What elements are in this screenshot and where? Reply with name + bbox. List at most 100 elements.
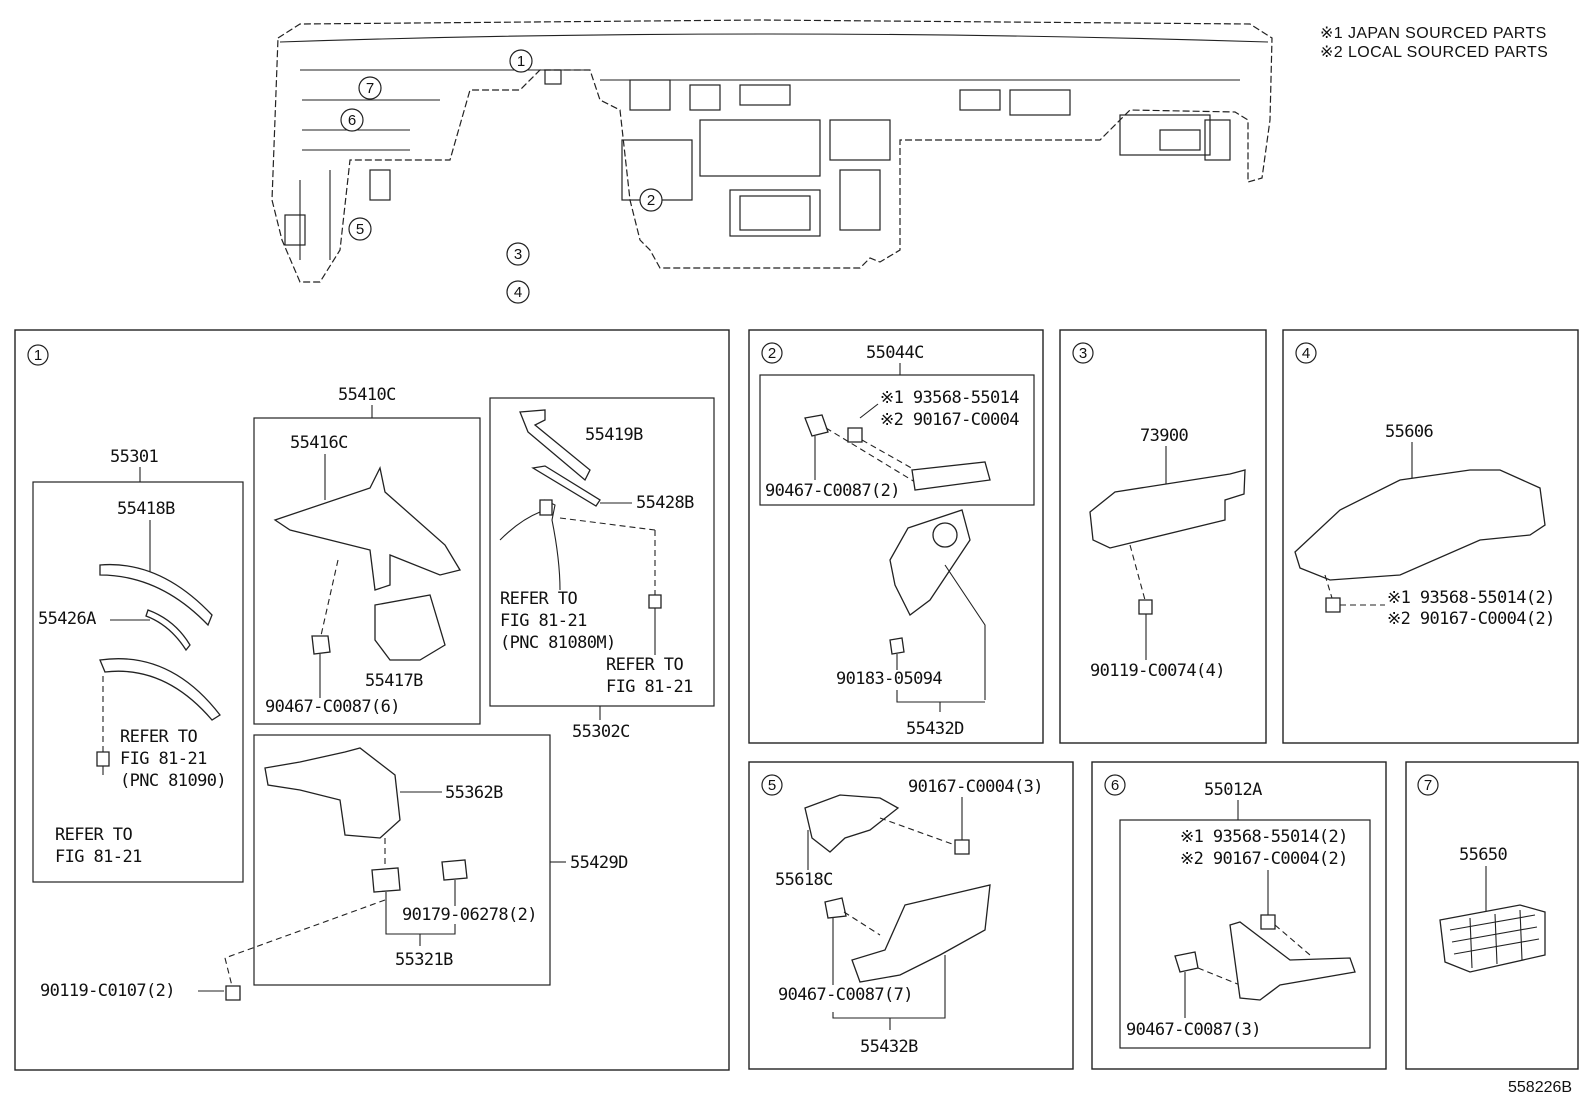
part-duct-55301: [99, 658, 221, 721]
overview-callout-2: 2: [639, 188, 663, 212]
overview-callout-6: 6: [340, 108, 364, 132]
svg-text:3: 3: [514, 246, 522, 263]
clip-p2: [804, 414, 829, 437]
part-55428B: [531, 465, 601, 507]
overview-callout-4: 4: [506, 280, 530, 304]
part-55426A: [145, 609, 191, 652]
panel-2-number: 2: [768, 345, 776, 362]
label-90183-05094: 90183-05094: [836, 669, 942, 689]
refer-55302C-a-1: REFER TO: [500, 589, 577, 609]
svg-text:7: 7: [366, 80, 374, 97]
label-55618C: 55618C: [775, 870, 833, 890]
bolt-p6: [1260, 914, 1276, 930]
part-55044C: [911, 461, 991, 491]
label-73900: 73900: [1140, 426, 1189, 446]
label-55302C: 55302C: [572, 722, 630, 742]
refer-55301-b-2: FIG 81-21: [55, 847, 142, 867]
svg-text:1: 1: [517, 53, 525, 70]
panel-4-number: 4: [1302, 345, 1310, 362]
label-p4-93568: ※1 93568-55014(2): [1387, 588, 1555, 608]
part-55650-vent: [1439, 904, 1546, 973]
label-55428B: 55428B: [636, 493, 694, 513]
label-90167-C0004-3: 90167-C0004(3): [908, 777, 1043, 797]
label-55426A: 55426A: [38, 609, 96, 629]
panel-1: 1 55301 55418B 55426A REFER TO FIG 81-21…: [14, 329, 730, 1071]
group-55301: 55301 55418B 55426A REFER TO FIG 81-21 (…: [32, 447, 244, 883]
refer-55302C-a-2: FIG 81-21: [500, 611, 587, 631]
label-55418B: 55418B: [117, 499, 175, 519]
part-55432B: [851, 884, 991, 983]
part-90183: [889, 637, 905, 655]
label-90119-C0107: 90119-C0107(2): [40, 981, 175, 1001]
panel-6-number: 6: [1111, 777, 1119, 794]
svg-text:2: 2: [647, 192, 655, 209]
instrument-panel-overview: [271, 19, 1273, 283]
part-55618C: [804, 794, 900, 853]
label-55606: 55606: [1385, 422, 1434, 442]
part-55417B: [374, 594, 446, 661]
label-55419B: 55419B: [585, 425, 643, 445]
bolt-90119-C0107: 90119-C0107(2): [40, 957, 241, 1001]
label-55321B: 55321B: [395, 950, 453, 970]
label-93568-55014: ※1 93568-55014: [880, 388, 1019, 408]
panel-1-number: 1: [34, 347, 42, 364]
refer-55301-a-3: (PNC 81090): [120, 771, 226, 791]
group-55429D: 55429D 55362B 90179-06278(2) 55321B: [224, 734, 629, 986]
panel-3-number: 3: [1079, 345, 1087, 362]
label-55417B: 55417B: [365, 671, 423, 691]
refer-55301-a-1: REFER TO: [120, 727, 197, 747]
clip-p6: [1174, 951, 1199, 973]
group-55302C: 55419B 55428B REFER TO FIG 81-21 (PNC 81…: [489, 397, 715, 742]
label-55416C: 55416C: [290, 433, 348, 453]
panel-7: 7 55650: [1405, 761, 1579, 1070]
bolt-p5: [954, 839, 970, 855]
panel-7-number: 7: [1424, 777, 1432, 794]
svg-text:5: 5: [356, 221, 364, 238]
panel-4: 4 55606 ※1 93568-55014(2) ※2 90167-C0004…: [1282, 329, 1579, 744]
label-90467-C0087-7: 90467-C0087(7): [778, 985, 913, 1005]
part-55606: [1294, 469, 1546, 581]
panel-6: 6 55012A ※1 93568-55014(2) ※2 90167-C000…: [1091, 761, 1387, 1070]
part-bracket-left: [371, 867, 401, 893]
panel-3: 3 73900 90119-C0074(4): [1059, 329, 1267, 744]
overview-callout-3: 3: [506, 242, 530, 266]
label-p4-90167: ※2 90167-C0004(2): [1387, 609, 1555, 629]
label-55432B: 55432B: [860, 1037, 918, 1057]
label-p6-90167: ※2 90167-C0004(2): [1180, 849, 1348, 869]
refer-55302C-a-3: (PNC 81080M): [500, 633, 616, 653]
part-bracket-right: [441, 859, 468, 881]
label-55012A: 55012A: [1204, 780, 1262, 800]
group-55410C: 55410C 55416C 55417B 90467-C0087(6): [253, 385, 481, 725]
refer-55302C-b-1: REFER TO: [606, 655, 683, 675]
part-55418B: [99, 563, 213, 627]
part-73900: [1089, 469, 1246, 549]
legend-japan-sourced: ※1 JAPAN SOURCED PARTS: [1320, 25, 1547, 42]
label-55432D: 55432D: [906, 719, 964, 739]
clip-p5: [824, 897, 847, 919]
label-90467-C0087-6: 90467-C0087(6): [265, 697, 400, 717]
label-90167-C0004: ※2 90167-C0004: [880, 410, 1019, 430]
part-55012A: [1229, 921, 1356, 1001]
overview-callout-1: 1: [509, 49, 533, 73]
clip-90467: [311, 635, 331, 655]
panel-2: 2 55044C ※1 93568-55014 ※2 90167-C0004 9…: [748, 329, 1044, 744]
label-90119-C0074: 90119-C0074(4): [1090, 661, 1225, 681]
bolt-p2: [847, 427, 863, 443]
legend-local-sourced: ※2 LOCAL SOURCED PARTS: [1320, 44, 1548, 61]
panel-5-number: 5: [768, 777, 776, 794]
refer-55302C-b-2: FIG 81-21: [606, 677, 693, 697]
overview-callout-7: 7: [358, 76, 382, 100]
label-90179-06278: 90179-06278(2): [402, 905, 537, 925]
label-90467-C0087-3: 90467-C0087(3): [1126, 1020, 1261, 1040]
label-55650: 55650: [1459, 845, 1508, 865]
panel-5: 5 90167-C0004(3) 55618C 90467-C0087(7) 5…: [748, 761, 1074, 1070]
label-55429D: 55429D: [570, 853, 628, 873]
label-90467-C0087-2: 90467-C0087(2): [765, 481, 900, 501]
refer-55301-b-1: REFER TO: [55, 825, 132, 845]
part-55432D: [889, 509, 971, 616]
figure-id: 558226B: [1508, 1079, 1572, 1096]
label-p6-93568: ※1 93568-55014(2): [1180, 827, 1348, 847]
label-55301: 55301: [110, 447, 159, 467]
part-55419B: [519, 409, 591, 482]
